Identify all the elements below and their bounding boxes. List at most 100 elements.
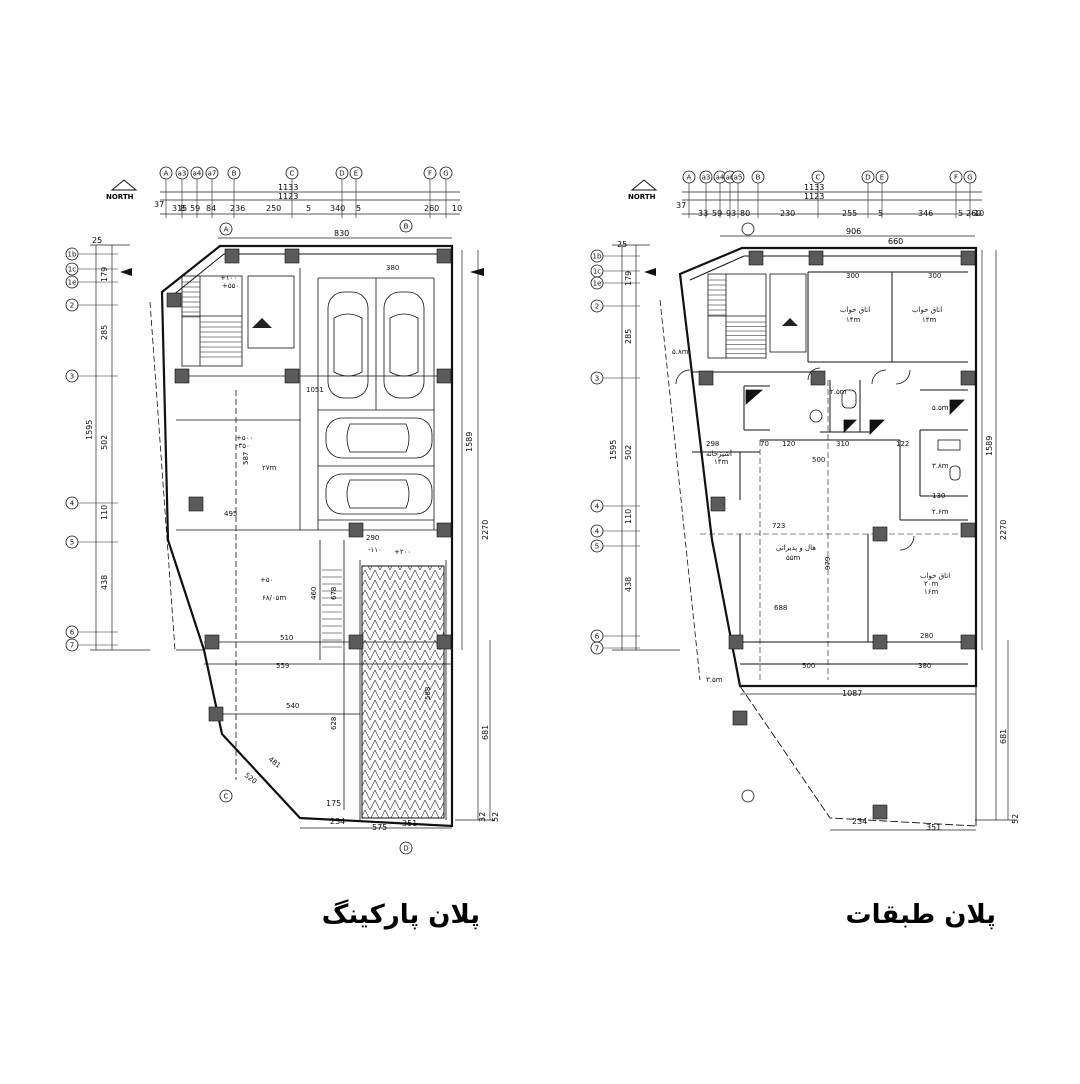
- top-dim-830: 830: [334, 229, 349, 238]
- floor-column-10: [872, 634, 888, 650]
- room-label-3: +۵۰۰: [236, 434, 253, 442]
- car-1: [327, 291, 369, 399]
- floor-col-axis-g-10: G: [963, 170, 977, 184]
- column-2: [436, 248, 452, 264]
- floor-row-axis-4-5: 4: [590, 499, 604, 513]
- column-11: [348, 634, 364, 650]
- row-axis-5-6-label: 5: [70, 539, 74, 547]
- col-axis-b: B: [227, 166, 241, 180]
- floor-col-dim-2: 59: [712, 209, 722, 218]
- floor-room-label-15: ۲.۶m: [932, 508, 949, 516]
- row-axis-2-3-label: 2: [70, 302, 74, 310]
- internal-walls-floor: [692, 271, 968, 665]
- section-mark-3-label: D: [403, 845, 408, 853]
- section-mark-0: A: [219, 222, 233, 236]
- row-axis-1e-2: 1e: [65, 275, 79, 289]
- floor-inner-dim-5: 723: [772, 522, 785, 530]
- right-dimension-lines-floor: [975, 250, 1015, 821]
- row-axis-6-7: 6: [65, 625, 79, 639]
- structural-columns-floor: [698, 250, 976, 820]
- floor-column-0: [748, 250, 764, 266]
- top-dimension-lines-floor: [682, 191, 982, 237]
- section-mark-2-label: C: [224, 793, 229, 801]
- floor-col-axis-d-7: D: [861, 170, 875, 184]
- room-label-4: -۳۵۰: [236, 442, 250, 450]
- floor-col-dim-11: 10: [974, 209, 984, 218]
- room-label-1: +۵۵۰: [222, 282, 239, 290]
- inner-dim-9: 460: [310, 587, 318, 600]
- inner-dim-13: 587: [242, 452, 250, 465]
- floor-col-axis-a5-4: a5: [731, 170, 745, 184]
- floor-row-axis-1c-1-label: 1c: [593, 268, 601, 276]
- col-dim-7: 5: [306, 204, 311, 213]
- floor-row-axis-4-6: 4: [590, 524, 604, 538]
- floor-row-axis-7-9-label: 7: [595, 645, 599, 653]
- col-dim-9: 5: [356, 204, 361, 213]
- col-dim-3: 59: [190, 204, 200, 213]
- inner-dim-10: 678: [330, 587, 338, 600]
- floor-col-axis-b-5: B: [751, 170, 765, 184]
- floor-column-8: [872, 526, 888, 542]
- structural-columns: [166, 248, 452, 722]
- floor-col-axis-d-7-label: D: [865, 174, 870, 182]
- right-dim-52: 52: [491, 812, 500, 822]
- floor-bottom-dim-1087: 1087: [842, 689, 862, 698]
- floor-row-axis-5-7-label: 5: [595, 543, 599, 551]
- floor-column-3: [698, 370, 714, 386]
- col-dim-8: 340: [330, 204, 345, 213]
- section-mark-2: C: [219, 789, 233, 803]
- stair-block: [181, 275, 243, 367]
- stair-treads-floor: [708, 279, 766, 354]
- col-dim-1: 315: [172, 204, 187, 213]
- floor-section-mark-bottom: [741, 789, 755, 803]
- floor-row-axis-1b-0-label: 1b: [593, 253, 602, 261]
- stair-block-floor: [707, 273, 807, 359]
- row-axis-4-5: 4: [65, 496, 79, 510]
- room-label-8: ۶۸/۰۵m: [262, 594, 286, 602]
- column-5: [284, 368, 300, 384]
- elevator-icon-floor: [782, 318, 798, 326]
- right-dim-1589: 1589: [465, 432, 474, 452]
- left-dim-179: 179: [100, 267, 109, 282]
- floor-room-label-14: ۳.۸m: [932, 462, 949, 470]
- floor-right-dim-52: 52: [1011, 814, 1020, 824]
- elevator-icon: [252, 318, 272, 328]
- row-axis-7-8-label: 7: [70, 642, 74, 650]
- row-axis-1b-0-label: 1b: [68, 251, 77, 259]
- floor-col-axis-g-10-label: G: [967, 174, 972, 182]
- bottom-dim-351: 351: [402, 819, 417, 828]
- floor-left-dim-5: 438: [624, 577, 633, 592]
- floor-row-axis-1c-1: 1c: [590, 264, 604, 278]
- floor-room-label-7: ۵۵m: [786, 554, 801, 562]
- floor-row-axis-3-4-label: 3: [595, 375, 599, 383]
- floor-col-axis-c-6: C: [811, 170, 825, 184]
- col-dim-6: 250: [266, 204, 281, 213]
- floor-left-dim-2: 1595: [609, 440, 618, 460]
- floor-column-13: [872, 804, 888, 820]
- stair-treads: [182, 281, 242, 358]
- inner-dim-12: 588: [424, 687, 432, 700]
- floor-col-dim-4: 80: [740, 209, 750, 218]
- col-axis-c: C: [285, 166, 299, 180]
- floor-row-axis-4-6-label: 4: [595, 528, 600, 536]
- row-axis-6-7-label: 6: [70, 629, 75, 637]
- floor-left-dim-1: 285: [624, 329, 633, 344]
- column-7: [188, 496, 204, 512]
- col-dim-10: 260: [424, 204, 439, 213]
- car-2: [383, 291, 425, 399]
- outer-walls-floor: [659, 246, 978, 827]
- floor-room-label-2: اتاق خواب: [912, 306, 942, 314]
- floor-room-label-0: اتاق خواب: [840, 306, 870, 314]
- room-label-0: +۱۰۰: [220, 274, 237, 282]
- floor-column-4: [810, 370, 826, 386]
- floor-right-dim-681: 681: [999, 729, 1008, 744]
- floor-inner-dim-3: 310: [836, 440, 849, 448]
- row-axis-3-4: 3: [65, 369, 79, 383]
- room-label-7: +۲۰۰: [394, 548, 411, 556]
- internal-lines: [176, 268, 452, 820]
- north-arrow: NORTH: [106, 179, 138, 201]
